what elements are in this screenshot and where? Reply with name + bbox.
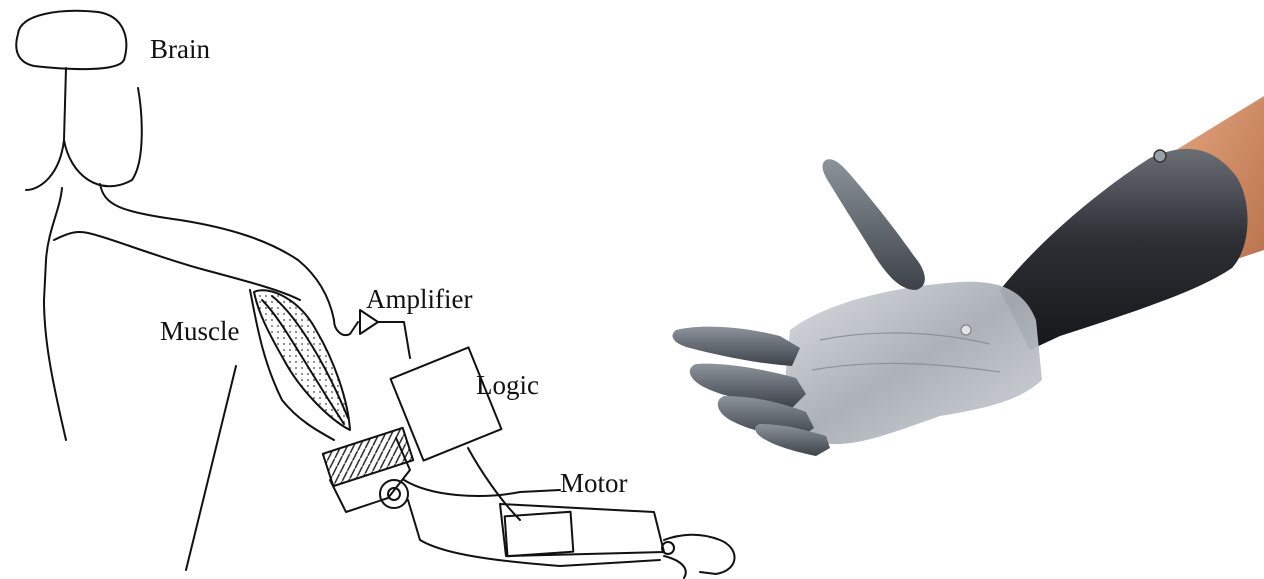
electrode-wire — [334, 320, 358, 335]
motor-housing — [500, 504, 664, 556]
label-logic: Logic — [476, 372, 539, 399]
cosmetic-glove — [786, 282, 1042, 444]
wrist-screw — [961, 325, 971, 335]
muscle-graphic — [254, 290, 350, 430]
label-amplifier: Amplifier — [366, 286, 472, 313]
finger-index — [672, 327, 800, 366]
label-muscle: Muscle — [160, 318, 239, 345]
muscle-pointer-line — [186, 366, 236, 570]
prosthetic-hand-photo — [672, 96, 1264, 456]
thumb — [823, 159, 925, 290]
label-motor: Motor — [560, 470, 628, 497]
gripper — [664, 535, 735, 578]
amp-logic-wire — [378, 322, 410, 358]
socket-button — [1154, 150, 1166, 162]
motor-box — [505, 512, 574, 557]
socket-band — [323, 428, 413, 486]
elbow-pivot-outer — [380, 480, 408, 508]
label-brain: Brain — [150, 36, 210, 63]
brain-shape — [16, 11, 126, 69]
torso-outline — [44, 188, 66, 440]
prosthetic-socket — [1000, 149, 1248, 350]
logic-motor-wire — [468, 448, 520, 520]
head-outline — [26, 68, 142, 190]
